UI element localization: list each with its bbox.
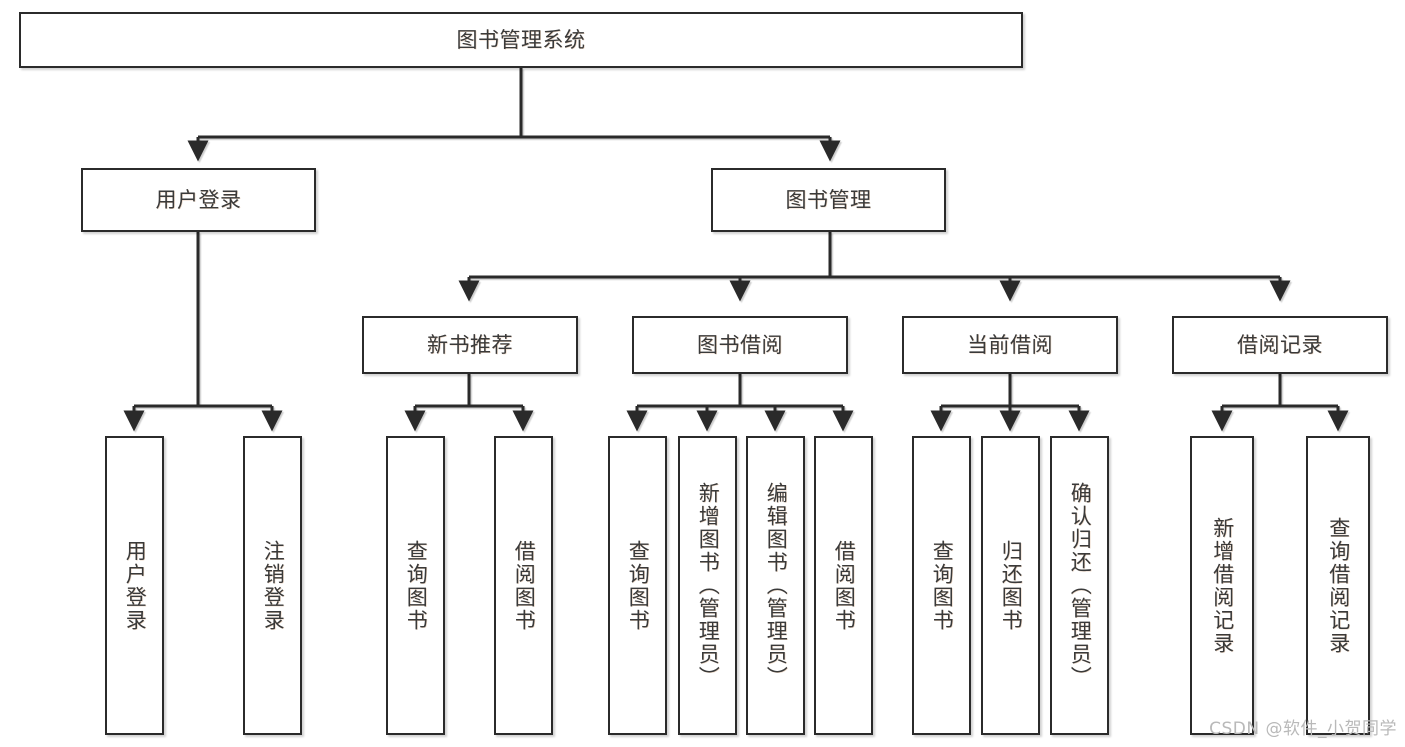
node-leaf-query-book-2-label: 查询图书 [626,539,651,632]
node-leaf-return-book[interactable]: 归还图书 [981,436,1040,735]
node-book-manage-label: 图书管理 [785,187,872,212]
node-leaf-add-book[interactable]: 新增图书（管理员） [678,436,737,735]
node-user-login[interactable]: 用户登录 [81,168,316,232]
node-leaf-user-login-label: 用户登录 [123,539,148,632]
node-leaf-query-record[interactable]: 查询借阅记录 [1306,436,1370,735]
node-root[interactable]: 图书管理系统 [19,12,1023,68]
node-borrow-record-label: 借阅记录 [1237,332,1323,357]
node-book-manage[interactable]: 图书管理 [711,168,946,232]
node-leaf-borrow-book-2[interactable]: 借阅图书 [814,436,873,735]
node-root-label: 图书管理系统 [456,27,586,52]
node-leaf-logout-login-label: 注销登录 [261,539,286,632]
node-leaf-logout-login[interactable]: 注销登录 [243,436,302,735]
node-current-borrow[interactable]: 当前借阅 [902,316,1118,374]
node-new-book-recommend-label: 新书推荐 [427,332,513,357]
node-leaf-borrow-book-1[interactable]: 借阅图书 [494,436,553,735]
node-leaf-borrow-book-1-label: 借阅图书 [512,539,537,632]
node-leaf-user-login[interactable]: 用户登录 [105,436,164,735]
node-leaf-query-book-1[interactable]: 查询图书 [386,436,445,735]
node-new-book-recommend[interactable]: 新书推荐 [362,316,578,374]
node-leaf-add-record-label: 新增借阅记录 [1210,516,1235,655]
node-leaf-add-book-label: 新增图书（管理员） [696,482,721,689]
node-leaf-borrow-book-2-label: 借阅图书 [832,539,857,632]
node-leaf-confirm-return-label: 确认归还（管理员） [1068,482,1093,689]
node-book-borrow[interactable]: 图书借阅 [632,316,848,374]
node-leaf-query-book-2[interactable]: 查询图书 [608,436,667,735]
node-leaf-return-book-label: 归还图书 [999,539,1024,632]
node-leaf-confirm-return[interactable]: 确认归还（管理员） [1050,436,1109,735]
node-leaf-query-record-label: 查询借阅记录 [1326,516,1351,655]
node-borrow-record[interactable]: 借阅记录 [1172,316,1388,374]
node-user-login-label: 用户登录 [155,187,242,212]
node-leaf-edit-book-label: 编辑图书（管理员） [764,482,789,689]
node-leaf-query-book-3[interactable]: 查询图书 [912,436,971,735]
node-leaf-query-book-1-label: 查询图书 [404,539,429,632]
node-leaf-edit-book[interactable]: 编辑图书（管理员） [746,436,805,735]
node-leaf-add-record[interactable]: 新增借阅记录 [1190,436,1254,735]
node-current-borrow-label: 当前借阅 [967,332,1053,357]
node-leaf-query-book-3-label: 查询图书 [930,539,955,632]
csdn-watermark: CSDN @软件_小贺同学 [1209,719,1397,739]
node-book-borrow-label: 图书借阅 [697,332,783,357]
